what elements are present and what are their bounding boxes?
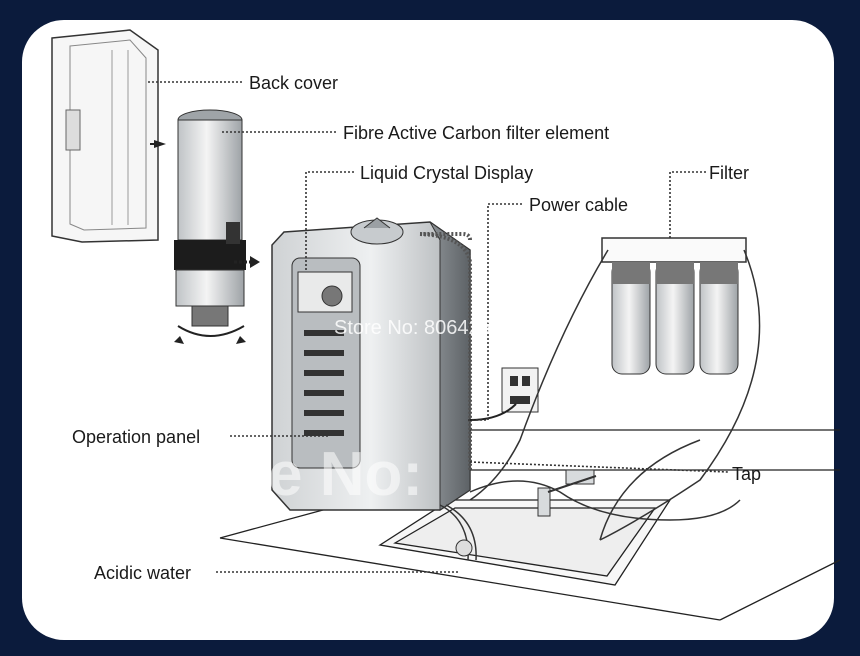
wall-outlet	[501, 367, 539, 413]
sink-tap	[537, 469, 597, 517]
label-filter: Filter	[709, 163, 749, 183]
carbon-filter-element	[174, 109, 246, 344]
water-hoses	[439, 249, 761, 561]
drain-outlet	[455, 539, 473, 557]
label-filter-element: Fibre Active Carbon filter element	[343, 123, 609, 143]
arrow-to-unit	[234, 256, 260, 268]
arrow-to-filter	[150, 140, 166, 148]
label-tap: Tap	[732, 464, 761, 484]
large-watermark: e No:	[268, 440, 423, 509]
pre-filter-housing	[601, 237, 747, 375]
back-cover	[51, 29, 159, 243]
leader-lines	[148, 81, 729, 573]
label-acidic-water: Acidic water	[94, 563, 191, 583]
label-back-cover: Back cover	[249, 73, 338, 93]
store-watermark: Store No: 806426	[334, 317, 491, 339]
label-power-cable: Power cable	[529, 195, 628, 215]
label-lcd: Liquid Crystal Display	[360, 163, 533, 183]
label-operation-panel: Operation panel	[72, 427, 200, 447]
power-cable-line	[469, 403, 517, 421]
ionizer-unit	[271, 217, 472, 511]
sink-basin	[378, 499, 672, 586]
